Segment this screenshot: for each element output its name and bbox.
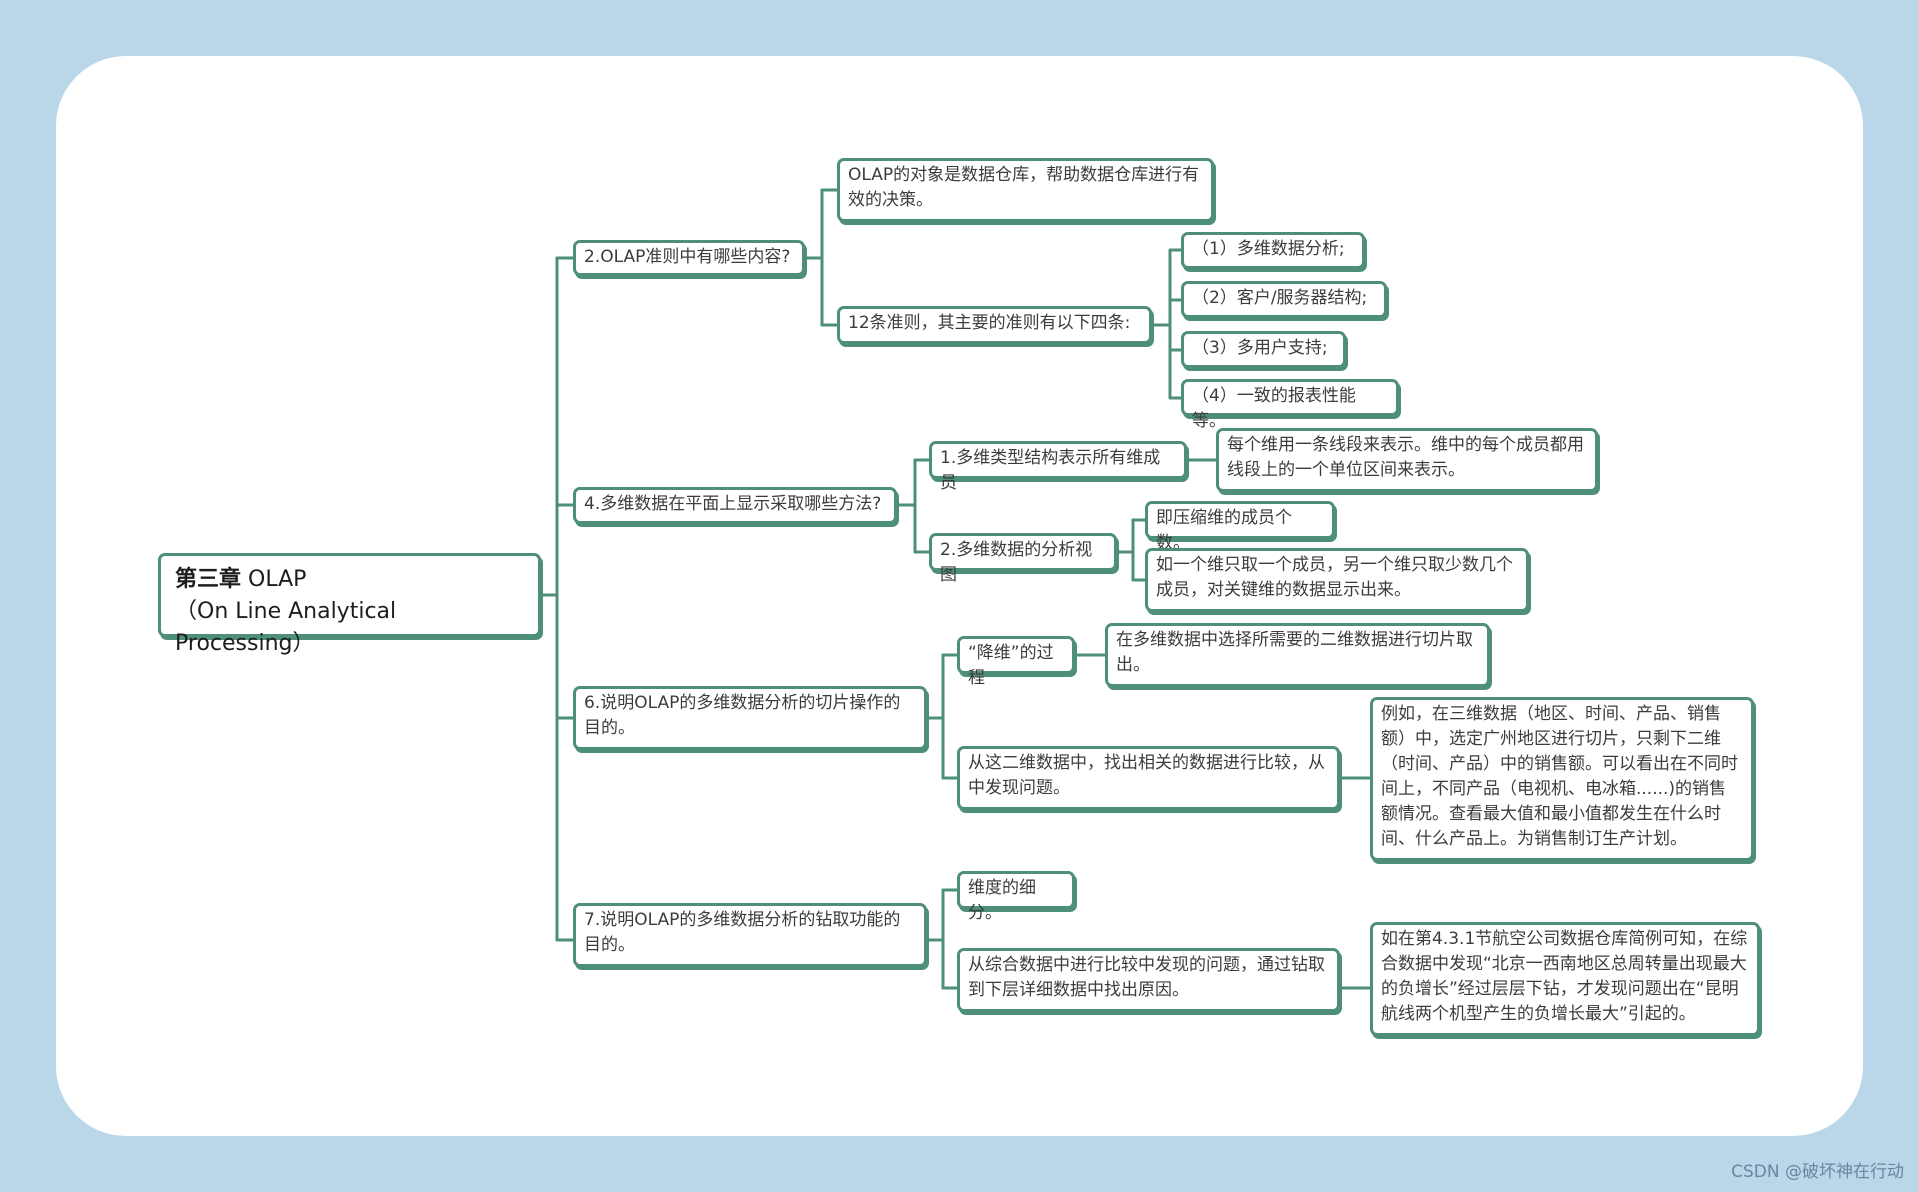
node-q4-label: 4.多维数据在平面上显示采取哪些方法? [584,494,882,514]
node-q2-a2-i1[interactable]: （1）多维数据分析; [1181,232,1365,269]
root-title-rest: OLAP [241,567,307,592]
node-q6-a2-d-label: 例如，在三维数据（地区、时间、产品、销售额）中，选定广州地区进行切片，只剩下二维… [1381,704,1738,849]
node-q4-m1-d[interactable]: 每个维用一条线段来表示。维中的每个成员都用线段上的一个单位区间来表示。 [1216,428,1598,492]
node-q2[interactable]: 2.OLAP准则中有哪些内容? [573,240,805,276]
node-q2-a2-i3-label: （3）多用户支持; [1192,338,1328,358]
node-q2-a2-i3[interactable]: （3）多用户支持; [1181,331,1346,368]
node-q2-a2-i4[interactable]: （4）一致的报表性能等。 [1181,379,1399,431]
node-q2-a2-label: 12条准则，其主要的准则有以下四条: [848,313,1131,333]
root-subtitle: （On Line Analytical Processing） [175,599,397,656]
node-q6-a2-d[interactable]: 例如，在三维数据（地区、时间、产品、销售额）中，选定广州地区进行切片，只剩下二维… [1370,697,1754,861]
node-q7-a1[interactable]: 维度的细分。 [957,871,1075,923]
node-q4-m1-d-label: 每个维用一条线段来表示。维中的每个成员都用线段上的一个单位区间来表示。 [1227,435,1584,480]
node-q4-m2-d1[interactable]: 即压缩维的成员个数。 [1145,501,1335,553]
node-q6-a1-d-label: 在多维数据中选择所需要的二维数据进行切片取出。 [1116,630,1473,675]
node-q7-a2[interactable]: 从综合数据中进行比较中发现的问题，通过钻取到下层详细数据中找出原因。 [957,948,1340,1012]
node-q6-a1-d[interactable]: 在多维数据中选择所需要的二维数据进行切片取出。 [1105,623,1490,687]
node-q4-m2-d2-label: 如一个维只取一个成员，另一个维只取少数几个成员，对关键维的数据显示出来。 [1156,555,1513,600]
node-q7[interactable]: 7.说明OLAP的多维数据分析的钻取功能的目的。 [573,903,927,967]
node-q2-a2-i2-label: （2）客户/服务器结构; [1192,288,1368,308]
node-q7-a2-d[interactable]: 如在第4.3.1节航空公司数据仓库简例可知，在综合数据中发现“北京一西南地区总周… [1370,922,1760,1036]
node-q2-a1[interactable]: OLAP的对象是数据仓库，帮助数据仓库进行有效的决策。 [837,158,1214,222]
watermark: CSDN @破坏神在行动 [1731,1162,1904,1182]
node-q2-label: 2.OLAP准则中有哪些内容? [584,247,791,267]
node-q7-label: 7.说明OLAP的多维数据分析的钻取功能的目的。 [584,910,901,955]
node-q6-label: 6.说明OLAP的多维数据分析的切片操作的目的。 [584,693,901,738]
node-q2-a2-i2[interactable]: （2）客户/服务器结构; [1181,281,1387,318]
node-q2-a2-i4-label: （4）一致的报表性能等。 [1192,386,1356,431]
root-title-bold: 第三章 [175,567,242,592]
node-q4-m1-label: 1.多维类型结构表示所有维成员 [940,448,1161,493]
node-q4-m2[interactable]: 2.多维数据的分析视图 [929,533,1117,585]
node-q6-a2[interactable]: 从这二维数据中，找出相关的数据进行比较，从中发现问题。 [957,746,1340,810]
node-q6-a1-label: “降维”的过程 [968,643,1054,688]
node-q4-m2-label: 2.多维数据的分析视图 [940,540,1093,585]
node-q4[interactable]: 4.多维数据在平面上显示采取哪些方法? [573,487,897,524]
node-q2-a2[interactable]: 12条准则，其主要的准则有以下四条: [837,306,1152,344]
node-q7-a1-label: 维度的细分。 [968,878,1036,923]
node-q6[interactable]: 6.说明OLAP的多维数据分析的切片操作的目的。 [573,686,927,750]
node-q4-m1[interactable]: 1.多维类型结构表示所有维成员 [929,441,1187,493]
node-q4-m2-d2[interactable]: 如一个维只取一个成员，另一个维只取少数几个成员，对关键维的数据显示出来。 [1145,548,1529,612]
node-q7-a2-d-label: 如在第4.3.1节航空公司数据仓库简例可知，在综合数据中发现“北京一西南地区总周… [1381,929,1748,1024]
node-q2-a1-label: OLAP的对象是数据仓库，帮助数据仓库进行有效的决策。 [848,165,1200,210]
node-q6-a2-label: 从这二维数据中，找出相关的数据进行比较，从中发现问题。 [968,753,1325,798]
node-q7-a2-label: 从综合数据中进行比较中发现的问题，通过钻取到下层详细数据中找出原因。 [968,955,1325,1000]
root-node[interactable]: 第三章 OLAP （On Line Analytical Processing） [158,553,541,656]
node-q2-a2-i1-label: （1）多维数据分析; [1192,239,1345,259]
node-q6-a1[interactable]: “降维”的过程 [957,636,1075,688]
